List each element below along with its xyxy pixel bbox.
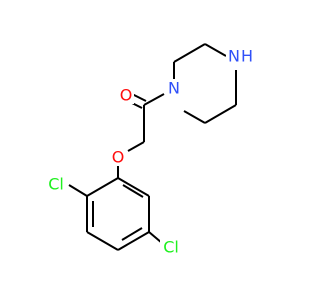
atom-cl-top: Cl (45, 175, 67, 194)
bond-ring-inner-2 (121, 227, 143, 241)
bond-carbonyl-n (143, 93, 165, 106)
bond-pip-3 (204, 43, 227, 57)
bond-pip-2 (173, 43, 206, 63)
bond-ring-inner-1 (122, 184, 144, 198)
molecule-structure: O N N H O Cl Cl (45, 43, 254, 257)
bond-pip-6 (183, 110, 206, 124)
bond-pip-5 (204, 104, 237, 124)
atom-n-amide: N (166, 79, 182, 98)
atom-o-carbonyl: O (118, 86, 134, 105)
bond-cl-top (68, 184, 88, 197)
atom-n-amine: N H (226, 47, 254, 66)
atom-cl-bottom: Cl (160, 238, 182, 257)
bond-cl-bottom (148, 231, 163, 244)
bonds (68, 43, 237, 251)
atom-label-o-ether: O (112, 148, 125, 167)
atom-labels: O N N H O Cl Cl (45, 47, 254, 257)
atom-label-n-amine-h: H (241, 47, 253, 66)
bond-ring-6 (86, 177, 119, 197)
bond-ring-1 (117, 177, 150, 197)
atom-label-n-amine: N (228, 47, 240, 66)
atom-label-o-carbonyl: O (120, 86, 133, 105)
bond-ch2-o (127, 141, 145, 152)
atom-label-cl-top: Cl (48, 175, 64, 194)
bond-ring-4 (86, 231, 119, 251)
atom-label-cl-bottom: Cl (163, 238, 179, 257)
atom-label-n-amide: N (168, 79, 180, 98)
bond-ring-3 (117, 231, 150, 251)
atom-o-ether: O (110, 148, 126, 167)
